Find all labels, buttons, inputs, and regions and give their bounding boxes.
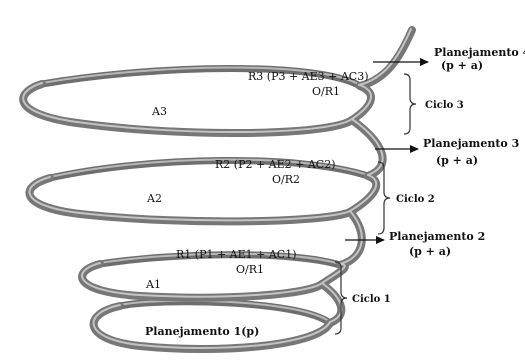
r2-formula: R2 (P2 + AE2 + AC2) <box>215 158 336 171</box>
ciclo-2-label: Ciclo 2 <box>396 194 435 205</box>
planejamento-4-title: Planejamento 4 <box>434 46 525 59</box>
planejamento-3-title: Planejamento 3 <box>423 137 519 150</box>
a3-label: A3 <box>151 105 167 118</box>
r1-sub: O/R1 <box>236 263 264 276</box>
r3-formula: R3 (P3 + AE3 + AC3) <box>248 70 369 83</box>
r2-sub: O/R2 <box>272 173 300 186</box>
a1-label: A1 <box>145 278 161 291</box>
spring-back <box>38 65 372 327</box>
planejamento-2-title: Planejamento 2 <box>389 230 485 243</box>
r1-formula: R1 (P1 + AE1 + AC1) <box>176 248 297 261</box>
planejamento-3-sub: (p + a) <box>436 154 478 167</box>
planejamento-4-sub: (p + a) <box>441 59 483 72</box>
spring-coil <box>19 26 416 354</box>
planejamento-2-sub: (p + a) <box>409 245 451 258</box>
ciclo-1-label: Ciclo 1 <box>352 294 391 305</box>
a2-label: A2 <box>146 192 162 205</box>
brace-ciclo-3 <box>403 73 417 135</box>
r3-sub: O/R1 <box>312 85 340 98</box>
ciclo-3-label: Ciclo 3 <box>425 100 464 111</box>
brace-ciclo-2 <box>377 161 391 235</box>
planejamento-1-label: Planejamento 1(p) <box>145 325 259 338</box>
cycle-braces <box>334 73 417 335</box>
planning-arrows <box>345 58 429 244</box>
brace-ciclo-1 <box>334 261 348 335</box>
